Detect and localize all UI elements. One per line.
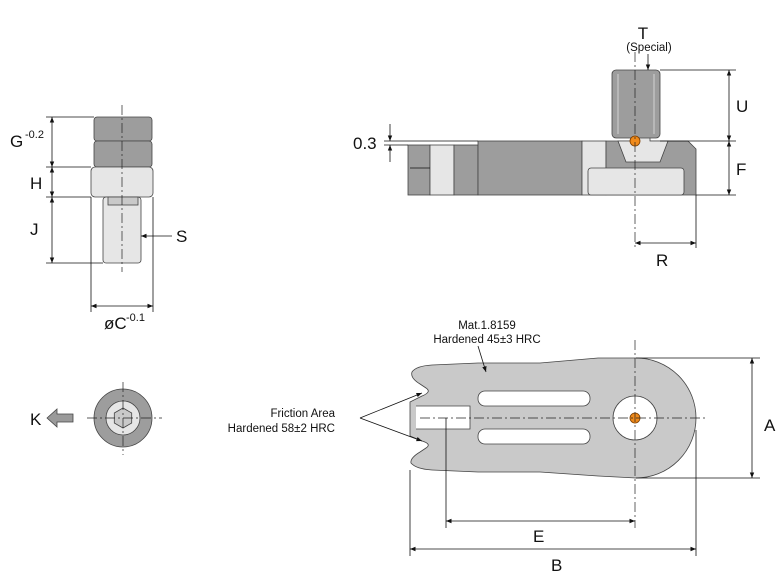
lever-bore-step	[587, 167, 685, 196]
lever-top-view: A E B Mat.1.8159 Hardened 45±3 HRC Frict…	[228, 320, 776, 575]
label-b: B	[551, 556, 562, 575]
lever-side-view: T (Special) U F R 0.3	[353, 24, 748, 270]
label-c-tolerance: -0.1	[126, 312, 145, 324]
label-c: øC	[104, 314, 127, 333]
label-g-tolerance: -0.2	[25, 129, 44, 141]
friction-note-line1: Friction Area	[270, 408, 335, 420]
lever-slot-upper	[477, 390, 591, 407]
label-g: G	[10, 132, 23, 151]
label-f: F	[736, 160, 746, 179]
pin-head-lower	[93, 140, 153, 168]
pin-side-view: G -0.2 H J S øC -0.1	[10, 105, 187, 333]
label-h: H	[30, 174, 42, 193]
label-a: A	[764, 416, 776, 435]
label-u: U	[736, 97, 748, 116]
pin-head-upper	[93, 116, 153, 142]
label-r: R	[656, 251, 668, 270]
friction-note-line2: Hardened 58±2 HRC	[228, 423, 335, 435]
label-t-note: (Special)	[626, 42, 672, 54]
label-j: J	[30, 220, 39, 239]
pin-shank-groove	[107, 196, 139, 206]
label-e: E	[533, 527, 544, 546]
label-k: K	[30, 410, 42, 429]
threaded-stud	[611, 69, 661, 139]
label-t: T	[638, 24, 648, 43]
arrow-left-icon	[46, 408, 74, 428]
label-offset: 0.3	[353, 134, 377, 153]
material-note-line1: Mat.1.8159	[458, 320, 516, 332]
pin-top-view: K	[30, 382, 162, 455]
label-s: S	[176, 227, 187, 246]
material-note-line2: Hardened 45±3 HRC	[433, 334, 540, 346]
lever-slot-lower	[477, 428, 591, 445]
